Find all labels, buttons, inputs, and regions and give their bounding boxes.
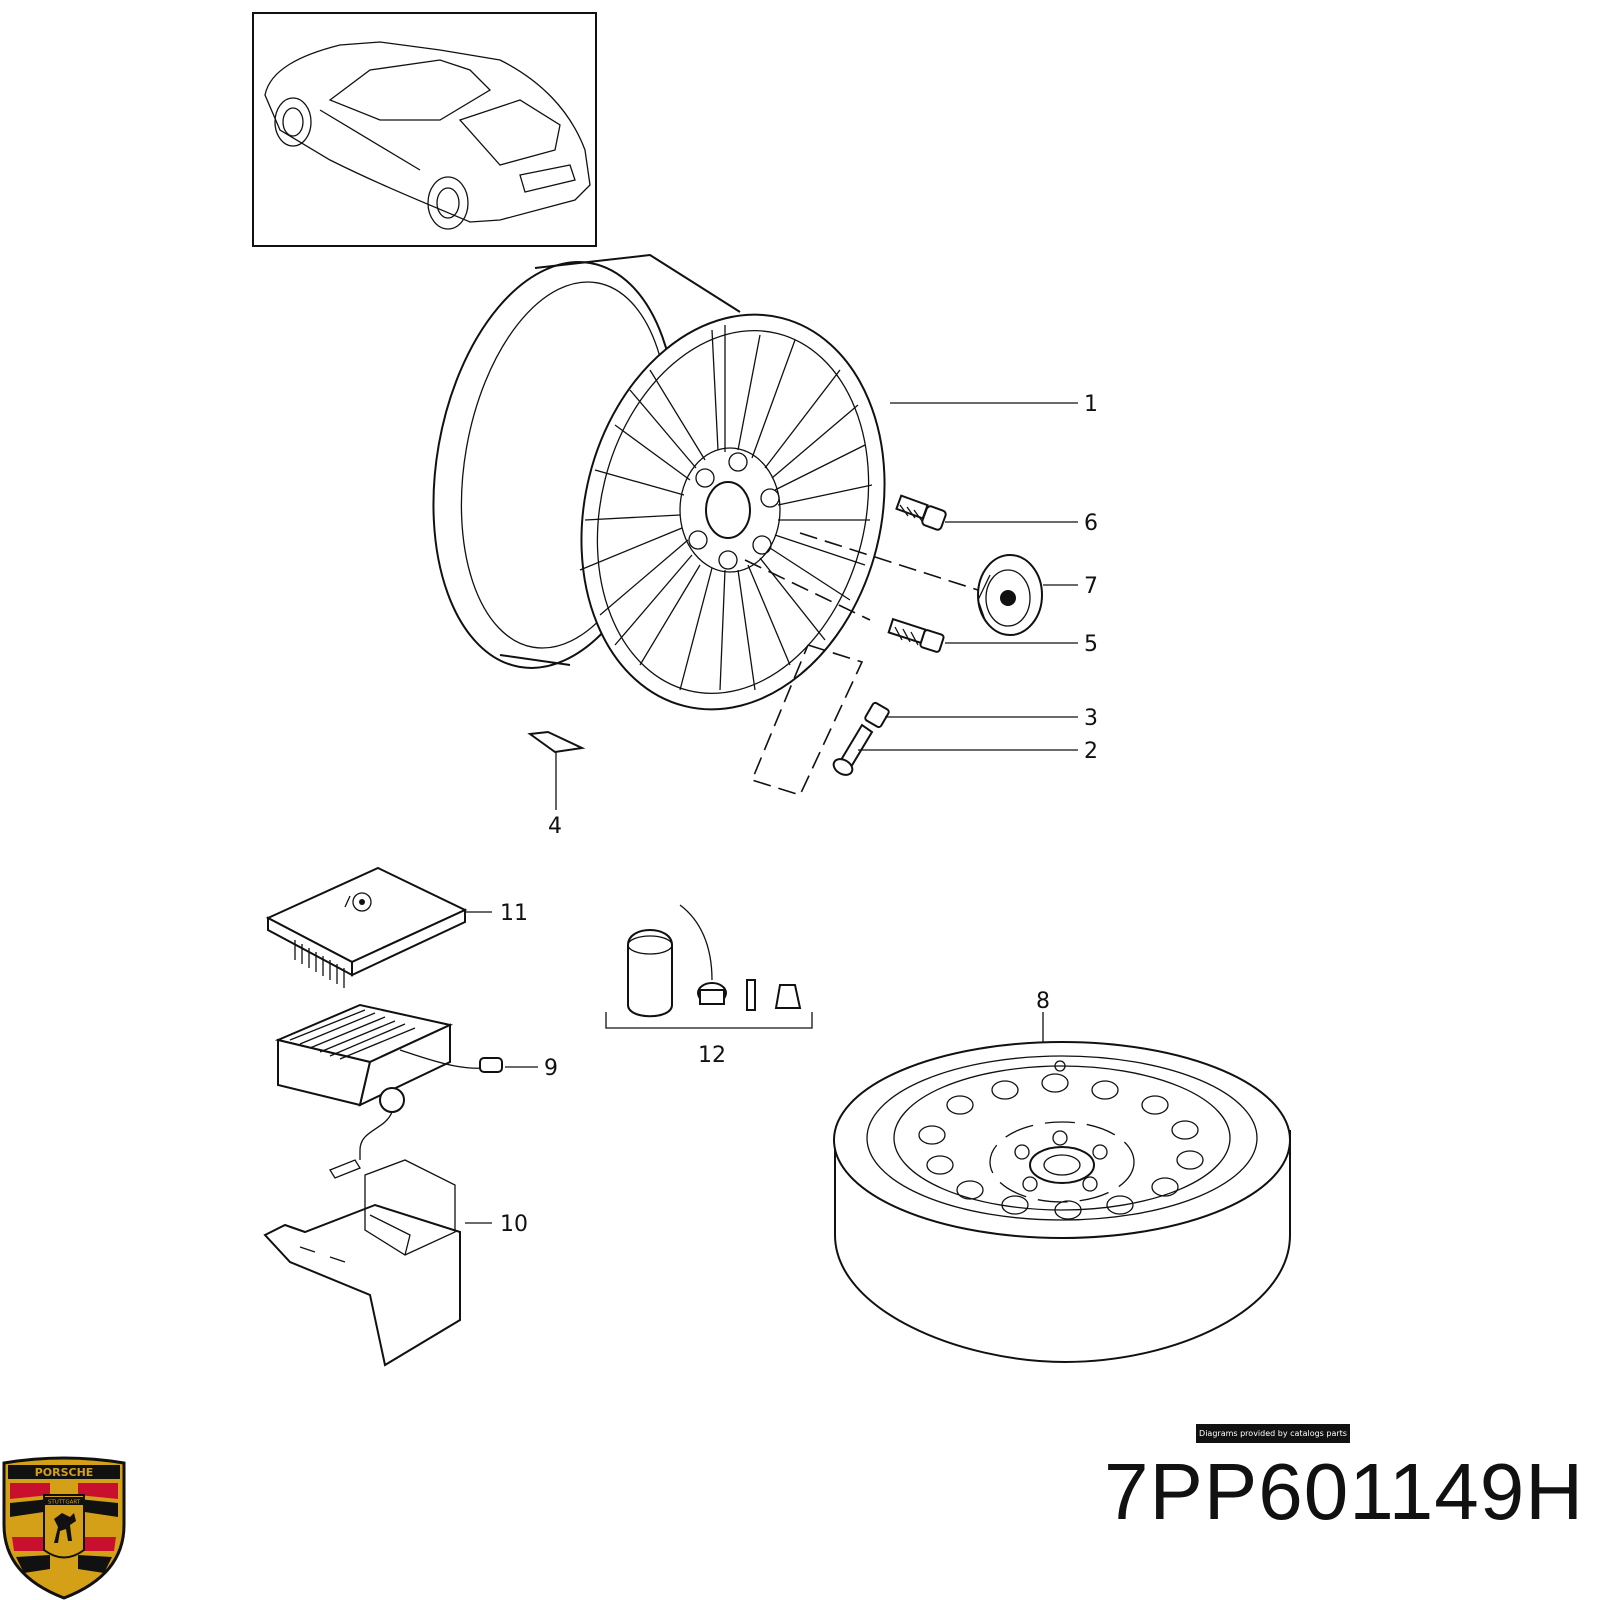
callout-labels: 1 2 3 4 5 6 7 8 9 10 11 12 [500, 392, 1098, 1237]
callout-2: 2 [1084, 739, 1098, 764]
callout-8: 8 [1036, 989, 1050, 1014]
callout-1: 1 [1084, 392, 1098, 417]
svg-text:PORSCHE: PORSCHE [35, 1466, 94, 1479]
balance-weight [527, 730, 586, 810]
porsche-crest-logo: PORSCHE STUTTGART [2, 1456, 126, 1600]
callout-10: 10 [500, 1212, 528, 1237]
part-number: 7PP601149H [1104, 1447, 1584, 1536]
callout-4: 4 [548, 814, 562, 839]
spare-wheel [833, 1041, 1291, 1364]
tire-compressor [274, 1003, 503, 1179]
svg-text:STUTTGART: STUTTGART [48, 1500, 81, 1506]
valve-dashed-guide [744, 532, 979, 796]
center-cap [977, 554, 1043, 636]
lug-bolt-6 [895, 494, 947, 531]
valve-cap [864, 701, 890, 729]
vehicle-thumbnail [252, 12, 597, 247]
callout-3: 3 [1084, 706, 1098, 731]
callout-6: 6 [1084, 511, 1098, 536]
callout-11: 11 [500, 901, 528, 926]
diagram-credit: Diagrams provided by catalogs parts [1196, 1424, 1350, 1443]
callout-9: 9 [544, 1056, 558, 1081]
callout-7: 7 [1084, 574, 1098, 599]
lug-bolt-5 [887, 617, 945, 653]
compressor-bracket [263, 1159, 461, 1367]
tire-valve [832, 723, 874, 776]
callout-12: 12 [698, 1043, 726, 1068]
leader-lines [465, 402, 1078, 1224]
tpms-control-unit [265, 866, 468, 988]
callout-5: 5 [1084, 632, 1098, 657]
sealant-kit [627, 904, 802, 1018]
alloy-wheel [432, 253, 886, 711]
